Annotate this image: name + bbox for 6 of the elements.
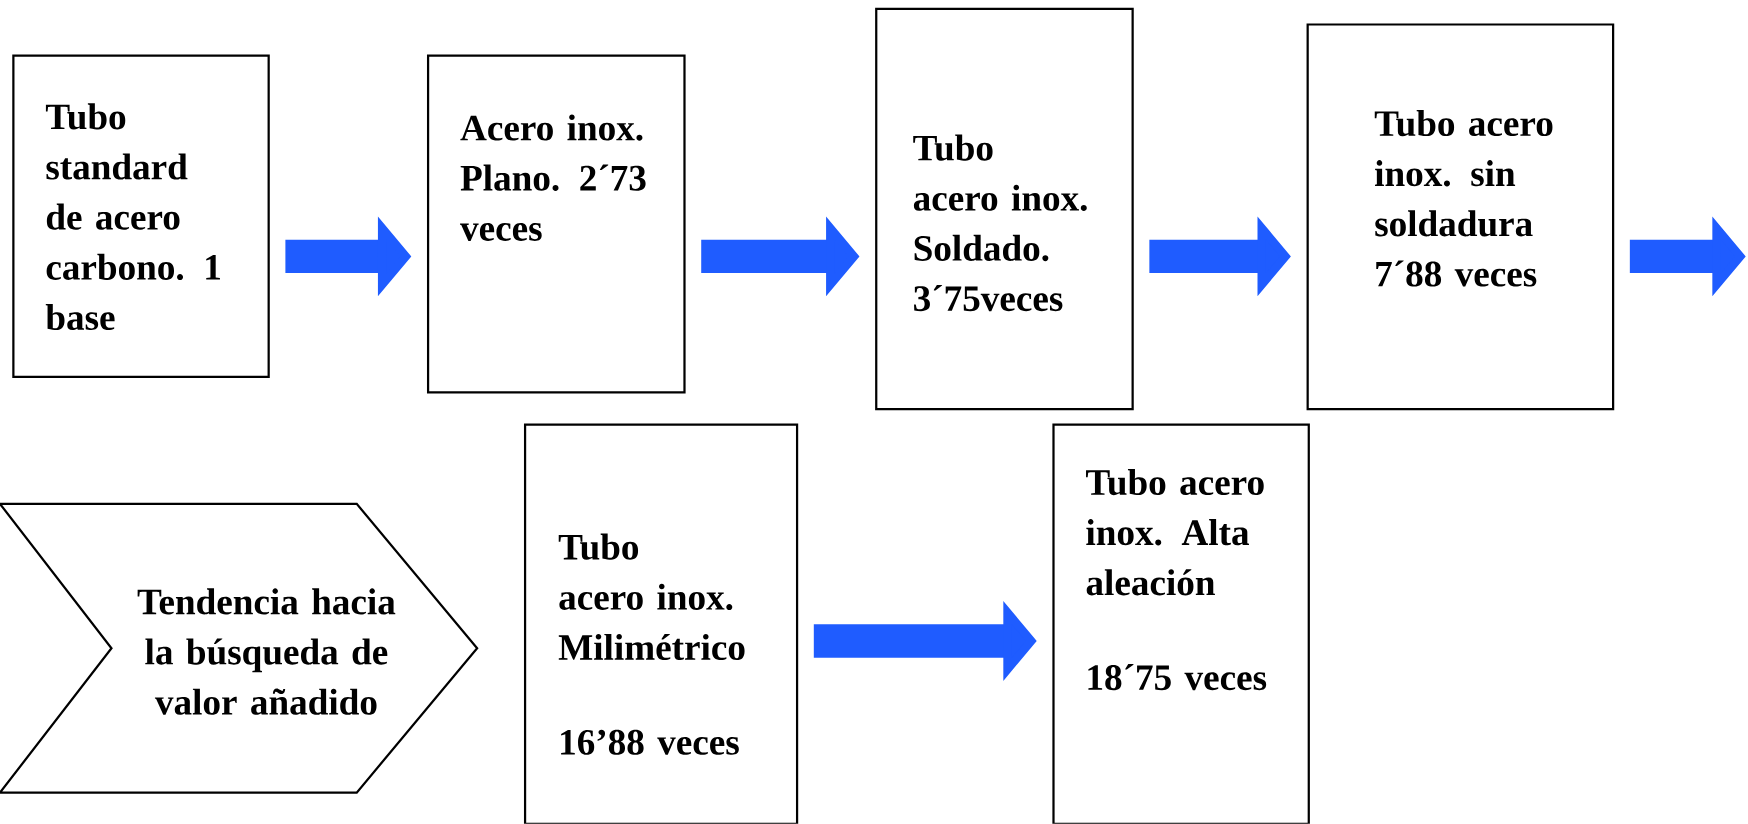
text-box: Tubo acero inox. sin soldadura 7´88 veces [1306, 23, 1615, 411]
text-box: Tubo acero inox. Alta aleación 18´75 veces [1052, 423, 1310, 824]
text-box: Tubo acero inox. Milimétrico 16’88 veces [523, 423, 799, 824]
text-box: Tubo standard de acero carbono. 1 base [12, 54, 270, 378]
text-box: Tubo acero inox. Soldado. 3´75veces [875, 7, 1134, 411]
text-box: Acero inox. Plano. 2´73 veces [426, 54, 686, 394]
